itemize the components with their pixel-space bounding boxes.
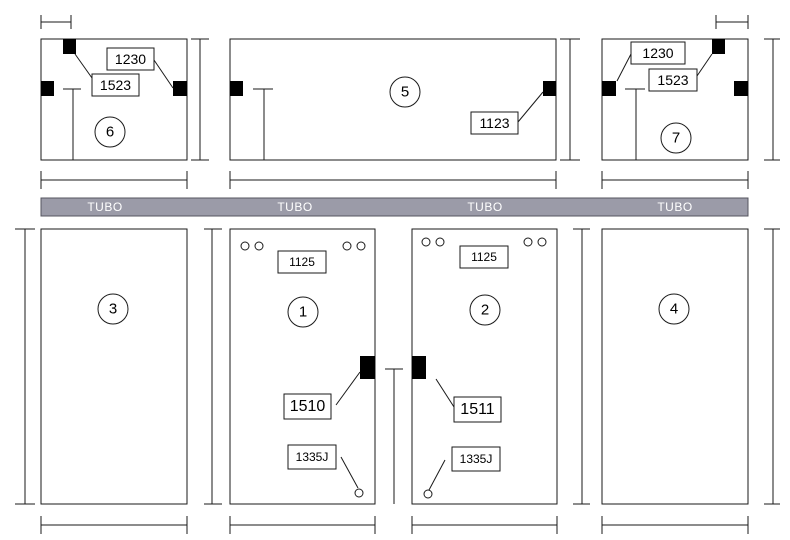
label-1335j: 1335J <box>460 452 493 466</box>
panel-number: 7 <box>672 130 680 147</box>
panel-7: 1230 1523 7 <box>601 38 749 161</box>
leader-line <box>435 378 455 408</box>
label-1123: 1123 <box>479 115 509 131</box>
label-1125: 1125 <box>289 255 315 269</box>
width-dimension <box>601 516 749 534</box>
height-dimension <box>573 228 590 505</box>
height-dimension <box>764 38 780 161</box>
hole <box>254 241 264 251</box>
leader-line <box>153 59 174 89</box>
panel-number: 3 <box>109 301 117 318</box>
panel-1: 1125 1 1510 1335J <box>229 228 376 505</box>
tube-label: TUBO <box>467 200 502 214</box>
label-1230: 1230 <box>642 45 673 61</box>
hole <box>423 489 433 499</box>
label-1523: 1523 <box>100 77 131 93</box>
leader-line <box>335 371 361 406</box>
panel-number: 4 <box>670 301 678 318</box>
panel-number: 2 <box>481 302 489 319</box>
hinge-block <box>230 81 243 96</box>
tube-label: TUBO <box>87 200 122 214</box>
hinge-block <box>734 81 748 96</box>
leader-line <box>74 53 93 79</box>
hinge-block <box>543 81 556 96</box>
label-1335j: 1335J <box>296 450 329 464</box>
hinge-block <box>41 81 54 96</box>
hole <box>356 241 366 251</box>
hinge-block <box>712 39 725 54</box>
panel-6: 1230 1523 6 <box>40 38 188 161</box>
hinge-block <box>412 356 426 379</box>
leader-line <box>517 91 544 123</box>
leader-line <box>340 456 359 489</box>
label-1523: 1523 <box>657 72 688 88</box>
label-1510: 1510 <box>290 398 326 415</box>
hinge-block <box>173 81 187 96</box>
hinge-block <box>602 81 616 96</box>
tube-label: TUBO <box>657 200 692 214</box>
label-1125: 1125 <box>471 250 497 264</box>
panel-number: 6 <box>106 124 114 141</box>
hinge-block <box>63 39 76 54</box>
width-dimension <box>411 516 558 534</box>
height-dimension <box>15 228 35 505</box>
panel-number: 5 <box>401 84 409 101</box>
leader-line <box>616 53 632 82</box>
hole <box>421 237 431 247</box>
height-dimension <box>764 228 780 505</box>
top-right-dimension <box>715 15 749 29</box>
hole <box>240 241 250 251</box>
label-1230: 1230 <box>115 51 146 67</box>
hole <box>342 241 352 251</box>
height-dimension <box>560 38 580 161</box>
hinge-block <box>360 356 375 379</box>
panel-3: 3 <box>40 228 188 505</box>
width-dimension <box>40 171 188 189</box>
width-dimension <box>229 516 376 534</box>
leader-line <box>696 53 713 77</box>
hole <box>523 237 533 247</box>
top-left-dimension <box>40 15 72 29</box>
tube-label: TUBO <box>277 200 312 214</box>
hole <box>435 237 445 247</box>
width-dimension <box>601 171 749 189</box>
hole <box>537 237 547 247</box>
height-dimension <box>191 38 209 161</box>
height-dimension <box>204 228 222 505</box>
connector-line <box>385 368 403 504</box>
hole <box>354 488 364 498</box>
panel-2: 1125 2 1511 1335J <box>411 228 558 505</box>
tube-bar: TUBO TUBO TUBO TUBO <box>40 197 749 217</box>
panel-number: 1 <box>299 304 307 321</box>
width-dimension <box>40 516 188 534</box>
panel-5: 1123 5 <box>229 38 557 161</box>
width-dimension <box>229 171 557 189</box>
leader-line <box>428 459 446 491</box>
label-1511: 1511 <box>460 401 495 418</box>
panel-4: 4 <box>601 228 749 505</box>
